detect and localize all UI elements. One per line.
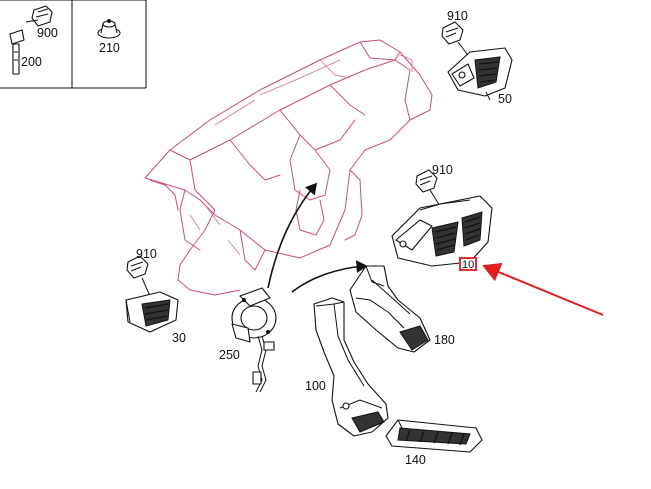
callout-200: 200 xyxy=(21,55,42,69)
callout-100: 100 xyxy=(305,379,326,393)
arrow-duct-to-dashboard xyxy=(291,260,368,293)
callout-910-mid: 910 xyxy=(432,163,453,177)
callout-140: 140 xyxy=(405,453,426,467)
part-200-pin[interactable] xyxy=(9,19,39,75)
part-250-control-unit[interactable] xyxy=(231,287,277,393)
part-910-clip-top[interactable] xyxy=(441,21,471,59)
part-180-air-duct[interactable] xyxy=(349,265,431,353)
inset-box xyxy=(0,0,147,89)
red-pointer-arrow xyxy=(482,262,604,316)
part-900-clip[interactable] xyxy=(31,5,53,27)
part-30-side-vent[interactable] xyxy=(125,291,179,333)
part-100-air-duct[interactable] xyxy=(313,297,389,437)
callout-30: 30 xyxy=(172,331,186,345)
part-50-outlet-vent[interactable] xyxy=(447,47,513,101)
part-10-center-vent[interactable] xyxy=(391,195,493,267)
callout-250: 250 xyxy=(219,348,240,362)
part-210-grommet[interactable] xyxy=(97,19,121,39)
dashboard-outline xyxy=(144,39,433,296)
callout-10: 10 xyxy=(462,259,474,271)
part-910-clip-left[interactable] xyxy=(126,255,151,297)
part-910-clip-mid[interactable] xyxy=(415,169,441,207)
highlight-box-part-10[interactable] xyxy=(459,257,477,271)
callout-900: 900 xyxy=(37,26,58,40)
callout-180: 180 xyxy=(434,333,455,347)
callout-210: 210 xyxy=(99,41,120,55)
part-140-duct-piece[interactable] xyxy=(385,419,483,453)
callout-910-left: 910 xyxy=(136,247,157,261)
arrow-250-to-dashboard xyxy=(267,182,318,289)
callout-50: 50 xyxy=(498,92,512,106)
callout-910-top: 910 xyxy=(447,9,468,23)
